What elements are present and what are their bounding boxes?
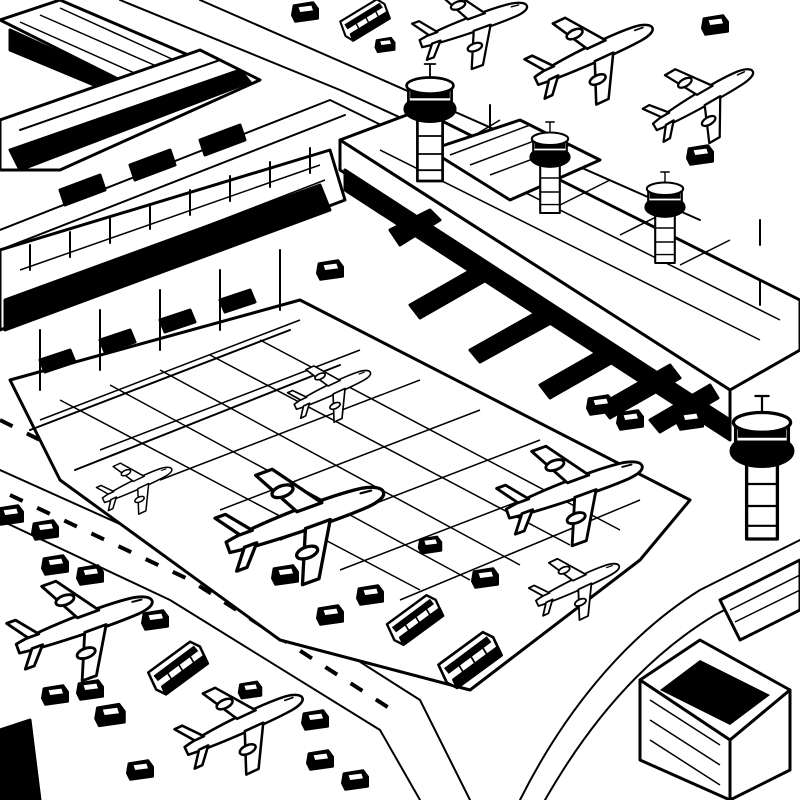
ground-vehicle-icon <box>125 759 155 781</box>
ground-vehicle-icon <box>341 769 369 791</box>
ground-vehicle-icon <box>336 0 394 44</box>
ground-vehicle-icon <box>75 679 105 701</box>
airplane-icon <box>632 35 775 165</box>
ground-vehicle-icon <box>41 684 70 706</box>
ground-vehicle-icon <box>31 519 59 541</box>
ground-vehicle-icon <box>701 14 729 36</box>
ground-vehicle-icon <box>306 749 334 771</box>
control-tower-tall <box>729 394 795 541</box>
lower-left-building <box>0 718 42 800</box>
main-terminal <box>338 108 800 442</box>
ground-vehicle-icon <box>374 36 396 54</box>
lower-right-building <box>638 558 800 800</box>
ground-vehicle-icon <box>417 535 443 555</box>
ground-vehicle-icon <box>291 1 319 23</box>
ground-vehicle-icon <box>686 144 714 166</box>
ground-vehicle-icon <box>316 259 344 281</box>
ground-vehicle-icon <box>94 702 126 728</box>
airplane-icon <box>404 0 542 85</box>
ground-vehicle-icon <box>316 604 344 626</box>
ground-vehicle-icon <box>41 554 70 576</box>
ground-vehicle-icon <box>142 637 214 699</box>
ground-vehicle-icon <box>140 609 170 631</box>
light-poles <box>29 104 761 306</box>
hangars <box>0 0 262 207</box>
ground-vehicle-icon <box>471 567 499 589</box>
ground-vehicle-icon <box>301 709 329 731</box>
ground-vehicle-icon <box>237 680 263 700</box>
ground-vehicle-icon <box>586 394 614 416</box>
ground-vehicle-icon <box>616 409 644 431</box>
ground-vehicle-icon <box>0 504 24 526</box>
ground-vehicle-icon <box>676 409 704 431</box>
ground-vehicle-icon <box>271 564 299 586</box>
ground-vehicle-icon <box>356 584 384 606</box>
ground-vehicle-icon <box>75 564 105 586</box>
jet-bridges <box>388 208 720 434</box>
